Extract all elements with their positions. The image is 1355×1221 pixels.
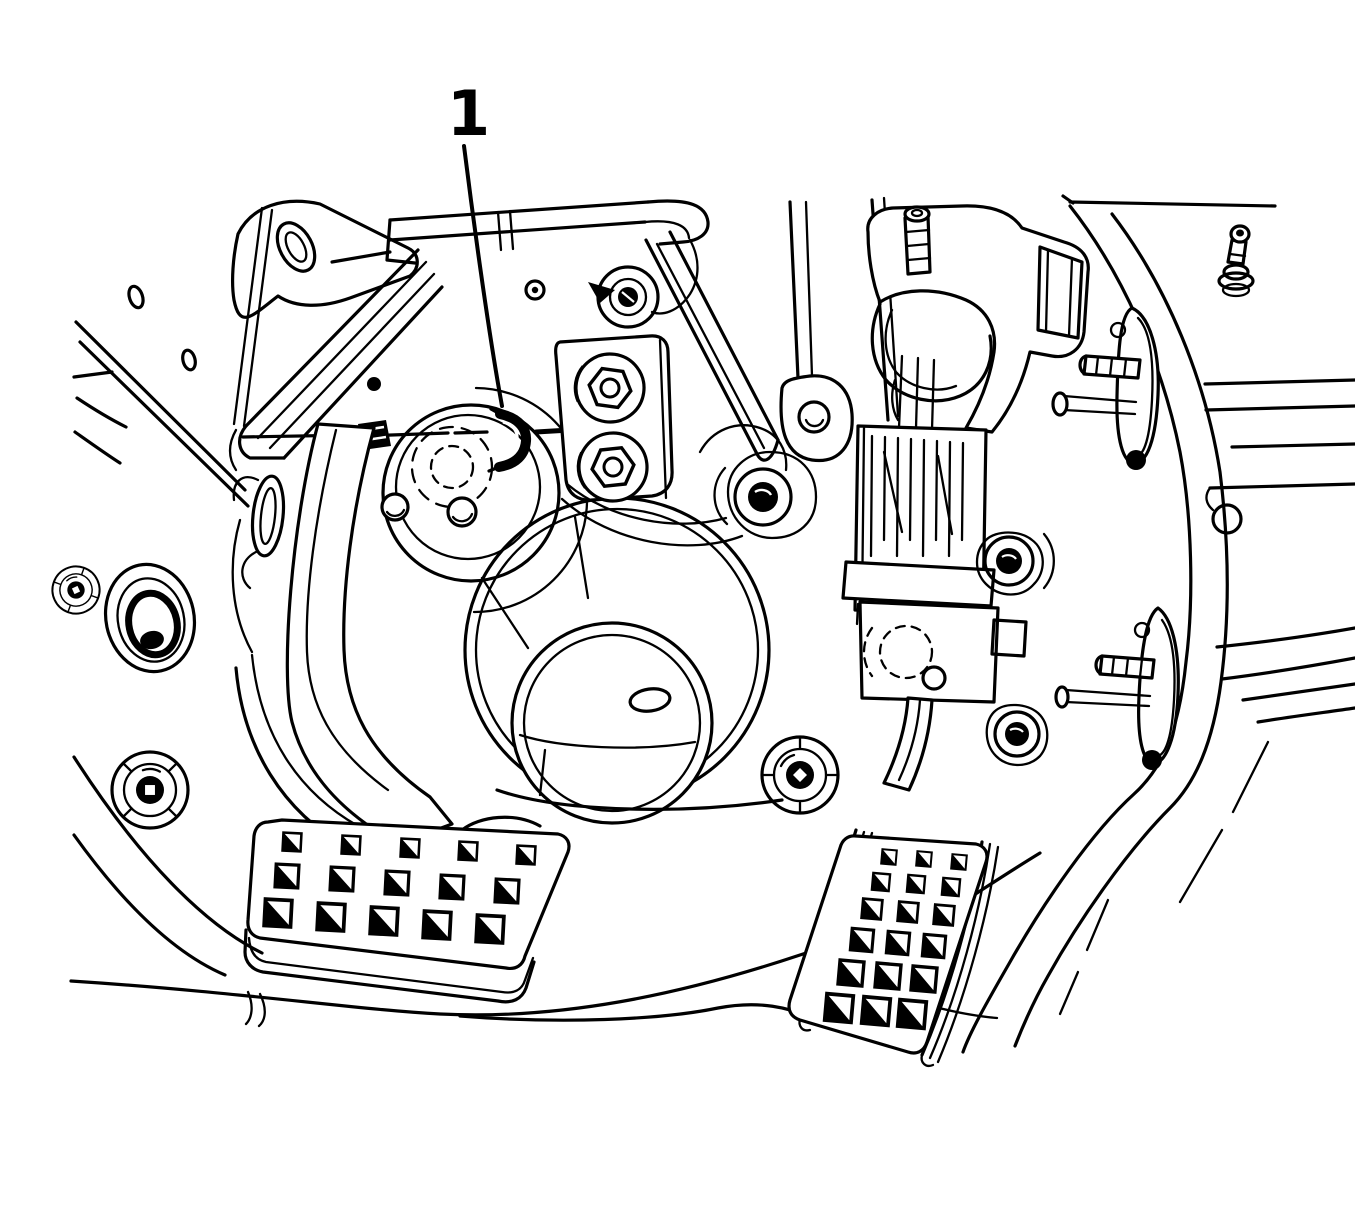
bolt-with-washer	[588, 265, 660, 329]
stud-bolt-top-right	[1217, 224, 1255, 298]
firewall-left-panel-lines	[72, 284, 250, 508]
mounting-bracket-right-lower	[1054, 606, 1180, 770]
mounting-bracket-right-upper	[1051, 306, 1160, 470]
floor-carpet-lines	[69, 755, 900, 1028]
column-mount-bolt	[713, 450, 818, 540]
callout-1-label: 1	[447, 77, 490, 150]
brake-pedal-arm	[231, 422, 454, 850]
brake-pedal	[243, 818, 571, 1004]
accelerator-pedal-module	[841, 354, 1028, 792]
callout-1: 1	[447, 77, 504, 408]
accelerator-mount-bolts	[975, 531, 1055, 767]
accelerator-pedal	[787, 828, 1000, 1067]
push-pin-retainer-left-edge	[44, 558, 108, 622]
brake-booster-mount	[380, 386, 589, 614]
pedal-bracket-plate	[554, 334, 744, 547]
accelerator-bracket	[779, 204, 1090, 463]
callout-1-leader-line	[462, 144, 504, 408]
firewall-grommet-left	[103, 562, 197, 674]
push-pin-retainer-lower-left	[94, 734, 206, 846]
retainer-clip	[487, 407, 532, 473]
steering-column-boot	[460, 621, 784, 832]
push-pin-retainer-center	[760, 735, 840, 815]
